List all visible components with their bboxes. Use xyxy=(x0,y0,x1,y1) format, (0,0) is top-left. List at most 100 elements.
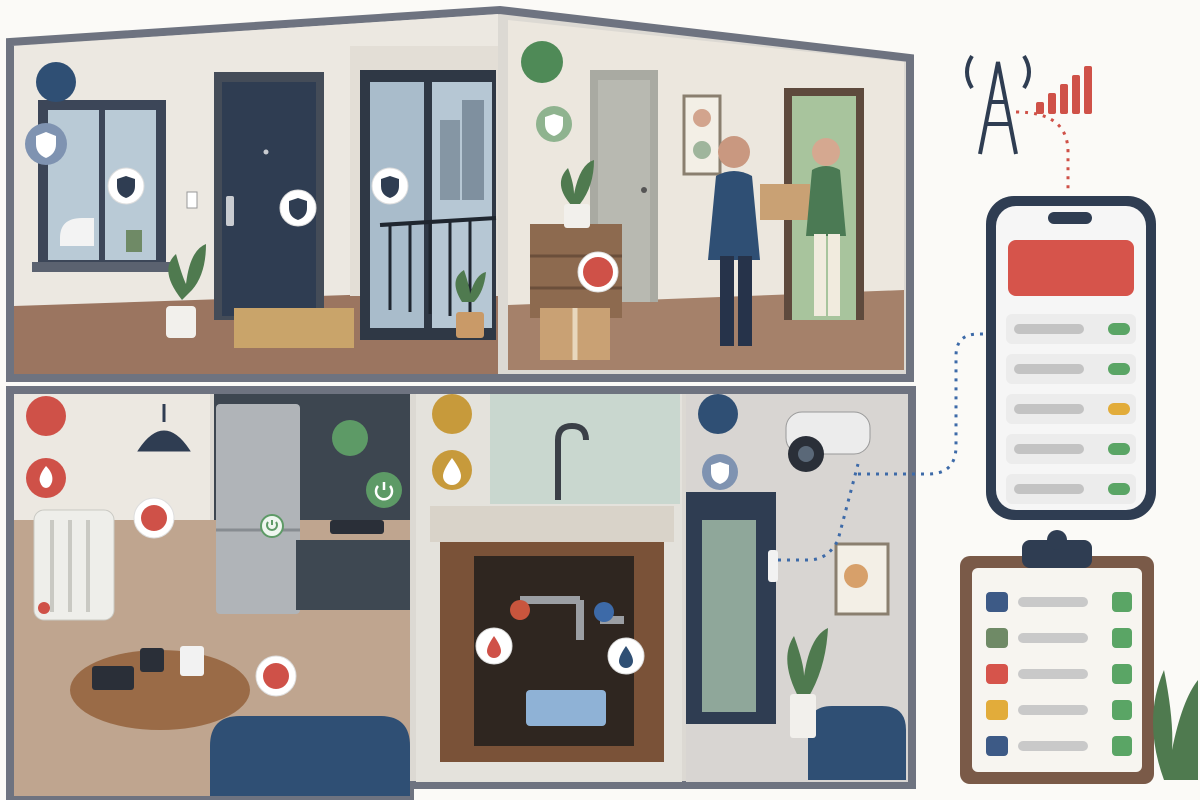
placeholder-text-bar xyxy=(1018,741,1088,751)
shield-icon xyxy=(25,123,67,165)
shield-icon xyxy=(536,106,572,142)
wall-art xyxy=(682,94,722,176)
window xyxy=(32,100,172,272)
checklist-item xyxy=(986,592,1132,612)
apartment-door xyxy=(686,492,778,724)
shield-icon xyxy=(702,454,738,490)
camera-category-badge xyxy=(698,394,738,434)
placeholder-text-bar xyxy=(1014,364,1084,374)
app-list-item[interactable] xyxy=(1006,474,1136,504)
smartphone xyxy=(986,196,1156,520)
shield-icon xyxy=(279,189,317,227)
category-square xyxy=(986,736,1008,756)
ceiling-lamp xyxy=(137,404,191,452)
delivery-category-badge xyxy=(521,41,563,83)
water-drop-icon xyxy=(475,627,513,665)
shield-icon xyxy=(371,167,409,205)
placeholder-text-bar xyxy=(1014,444,1084,454)
room-sink xyxy=(416,394,682,782)
checklist-item xyxy=(986,700,1132,720)
sofa xyxy=(210,716,410,796)
category-square xyxy=(986,592,1008,612)
checklist-item xyxy=(986,628,1132,648)
security-category-badge xyxy=(36,62,76,102)
potted-plant xyxy=(166,244,206,338)
placeholder-text-bar xyxy=(1018,669,1088,679)
delivery-person xyxy=(708,136,760,346)
refrigerator xyxy=(216,404,300,614)
potted-plant xyxy=(787,628,828,738)
checklist-item xyxy=(986,664,1132,684)
package-box xyxy=(760,184,810,220)
checkbox-checked[interactable] xyxy=(1112,700,1132,720)
alert-dot-icon xyxy=(133,497,175,539)
doormat xyxy=(234,308,354,348)
alert-banner[interactable] xyxy=(1008,240,1134,296)
app-list-item[interactable] xyxy=(1006,314,1136,344)
checkbox-checked[interactable] xyxy=(1112,736,1132,756)
placeholder-text-bar xyxy=(1014,324,1084,334)
kitchen-cabinet xyxy=(296,540,410,610)
room-hallway xyxy=(686,394,908,782)
armchair xyxy=(808,706,906,780)
room-kitchen xyxy=(214,394,410,614)
placeholder-text-bar xyxy=(1014,484,1084,494)
package-box xyxy=(540,308,610,360)
potted-plant xyxy=(560,160,594,228)
signal-bars xyxy=(1036,66,1092,114)
power-icon xyxy=(260,514,284,538)
app-list-item[interactable] xyxy=(1006,394,1136,424)
signal-bar xyxy=(1072,75,1080,114)
water-category-badge xyxy=(432,394,472,434)
water-drop-icon xyxy=(607,637,645,675)
checkbox-checked[interactable] xyxy=(1112,592,1132,612)
status-indicator xyxy=(1108,443,1130,455)
alert-dot-icon xyxy=(255,655,297,697)
signal-bar xyxy=(1060,84,1068,114)
placeholder-text-bar xyxy=(1018,705,1088,715)
potted-plant xyxy=(1153,670,1198,780)
security-camera xyxy=(785,411,871,472)
app-list-item[interactable] xyxy=(1006,354,1136,384)
tablet xyxy=(92,666,134,690)
leak-tray xyxy=(526,690,606,726)
shield-icon xyxy=(107,167,145,205)
potted-plant xyxy=(455,270,486,338)
checkbox-checked[interactable] xyxy=(1112,628,1132,648)
faucet xyxy=(555,422,589,500)
fire-category-badge xyxy=(26,396,66,436)
cell-tower-icon xyxy=(965,54,1031,155)
signal-bar xyxy=(1048,93,1056,114)
signal-bar xyxy=(1084,66,1092,114)
wall-art xyxy=(834,542,890,616)
power-category-badge xyxy=(332,420,368,456)
charger xyxy=(140,648,164,672)
checklist-clipboard xyxy=(960,530,1154,784)
placeholder-text-bar xyxy=(1014,404,1084,414)
room-entry xyxy=(14,14,498,374)
water-drop-icon xyxy=(432,450,472,490)
flame-icon xyxy=(26,458,66,498)
placeholder-text-bar xyxy=(1018,597,1088,607)
placeholder-text-bar xyxy=(1018,633,1088,643)
room-delivery xyxy=(508,20,904,370)
signal-link xyxy=(1015,110,1070,190)
status-indicator xyxy=(1108,403,1130,415)
space-heater xyxy=(33,509,115,621)
power-icon xyxy=(366,472,402,508)
wifi-router xyxy=(330,520,384,534)
app-list-item[interactable] xyxy=(1006,434,1136,464)
status-indicator xyxy=(1108,363,1130,375)
resident-person xyxy=(806,138,846,316)
category-square xyxy=(986,664,1008,684)
charger xyxy=(180,646,204,676)
door-contact-sensor xyxy=(768,550,778,582)
connection-lines xyxy=(778,332,992,562)
checkbox-checked[interactable] xyxy=(1112,664,1132,684)
category-square xyxy=(986,700,1008,720)
status-indicator xyxy=(1108,483,1130,495)
alert-dot-icon xyxy=(577,251,619,293)
category-square xyxy=(986,628,1008,648)
signal-bar xyxy=(1036,102,1044,114)
countertop xyxy=(430,506,674,542)
